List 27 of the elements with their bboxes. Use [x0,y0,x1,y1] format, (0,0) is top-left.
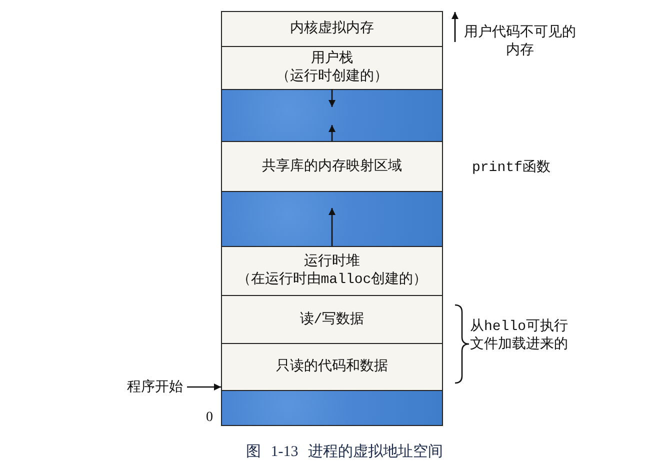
side-note: 用户代码不可见的内存 [463,24,577,60]
segment-label: 用户栈 [311,50,353,68]
segment-label: （在运行时由malloc创建的） [236,271,428,289]
memory-segment [221,141,443,192]
memory-segment [221,11,443,47]
arrow [328,125,336,141]
address-label: 0 [206,409,214,427]
memory-segment [221,295,443,344]
arrow [328,89,336,107]
segment-label: 内核虚拟内存 [290,20,374,38]
memory-segment [221,343,443,391]
pointer-label: 程序开始 [127,379,183,397]
segment-label: （运行时创建的） [276,68,388,86]
shaded-band [221,191,443,247]
annotation-text: 从hello可执行文件加载进来的 [470,318,570,354]
shaded-band [221,89,443,142]
arrow [187,384,221,390]
segment-label: 运行时堆 [304,253,360,271]
shaded-band [221,390,443,426]
segment-label: 读/写数据 [300,310,364,328]
segment-label: 只读的代码和数据 [276,358,388,376]
segment-label: 共享库的内存映射区域 [262,158,402,176]
figure-caption: 图 1-13 进程的虚拟地址空间 [246,443,443,461]
memory-segment [221,246,443,296]
side-note: printf函数 [472,159,552,177]
memory-segment [221,46,443,90]
arrow [328,208,336,246]
